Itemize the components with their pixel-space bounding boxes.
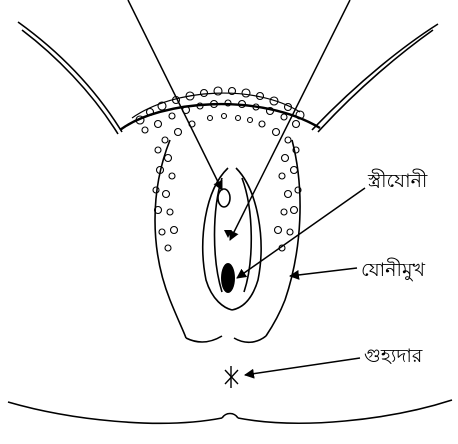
- arrow-guhyadwar: [245, 358, 360, 375]
- label-arrows: [237, 188, 365, 375]
- buttocks-outline: [8, 400, 452, 423]
- arrow-yoni-mukh: [290, 268, 357, 276]
- vaginal-opening: [221, 263, 235, 293]
- label-stree-yoni: স্ত্রীযোনী: [368, 172, 427, 191]
- label-yoni-mukh: যোনীমুখ: [361, 261, 425, 280]
- label-guhyadwar: গুহ্যদার: [364, 347, 422, 366]
- thigh-outline-right: [312, 24, 438, 132]
- anus: [225, 366, 238, 388]
- arrow-stree-yoni: [237, 188, 365, 278]
- clitoris: [218, 189, 230, 207]
- thigh-outline-left: [18, 22, 122, 134]
- pubic-hair-region: [120, 87, 320, 251]
- outer-labia: [155, 140, 300, 342]
